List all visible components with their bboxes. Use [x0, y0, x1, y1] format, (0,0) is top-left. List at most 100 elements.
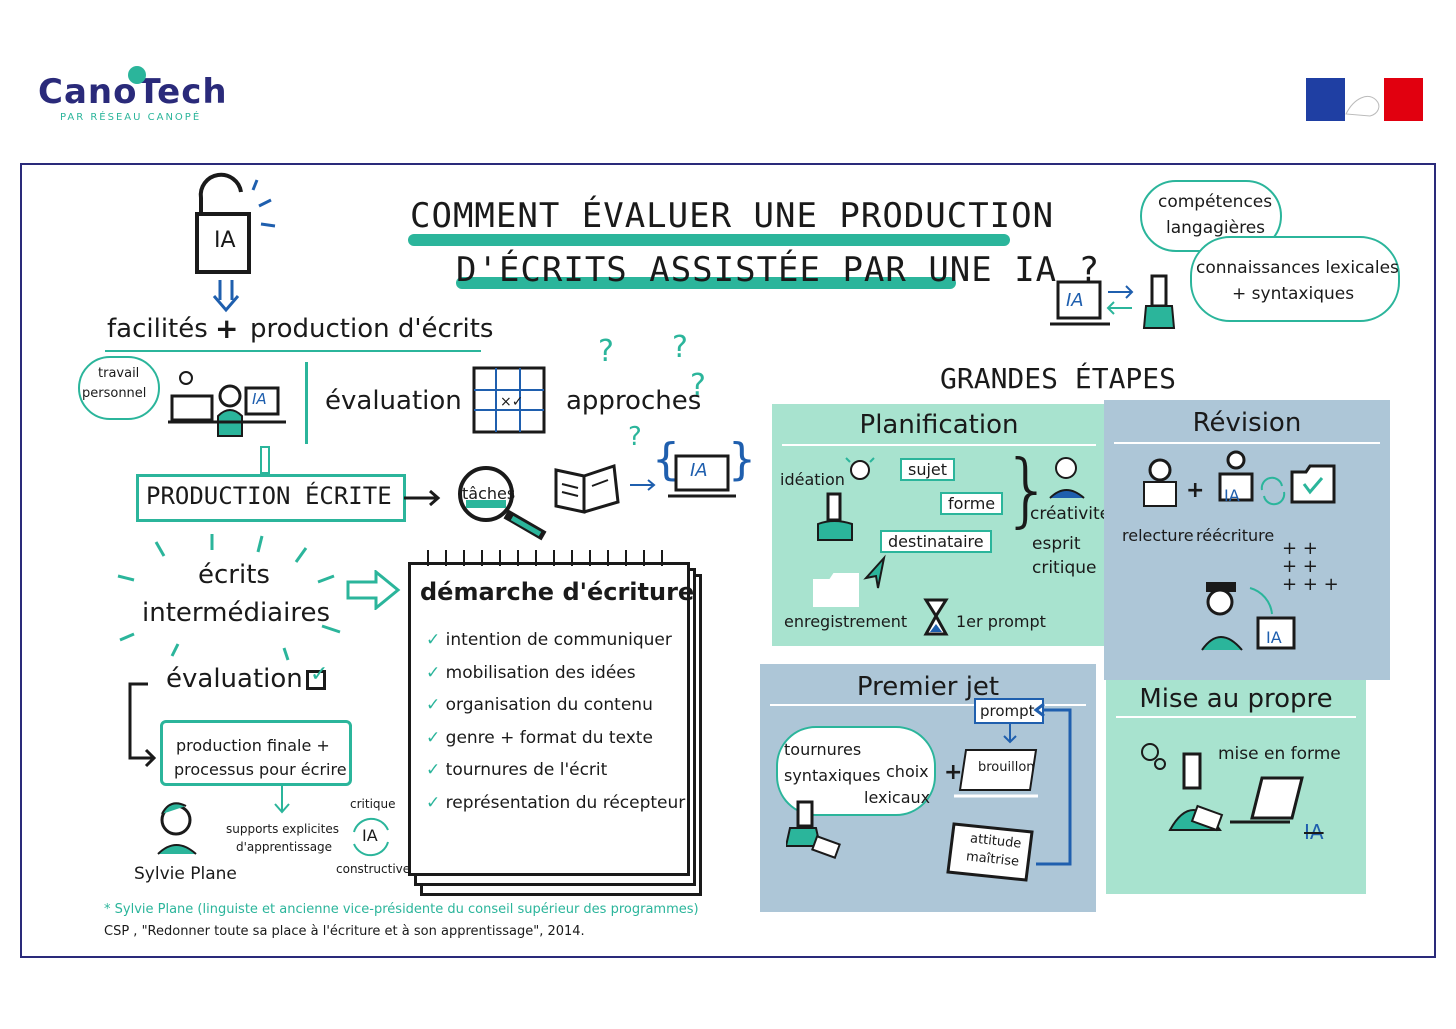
revision-ia-label: IA: [1224, 486, 1240, 505]
refresh-icon: [1260, 476, 1286, 506]
creativite-label: créativité: [1030, 504, 1111, 524]
demarche-item-label: mobilisation des idées: [445, 662, 636, 683]
relecture-label: relecture: [1122, 526, 1194, 545]
sparkle-icons: + ++ ++ + +: [1282, 538, 1339, 595]
thinking-person-icon: [817, 492, 853, 541]
demarche-item-label: genre + format du texte: [445, 727, 653, 748]
arrow-down-icon-3: [1003, 724, 1017, 744]
personnel-label: personnel: [82, 386, 147, 401]
approches-label: approches: [566, 386, 702, 416]
demarche-item: ✓ mobilisation des idées: [426, 663, 686, 696]
demarche-item-label: représentation du récepteur: [445, 792, 686, 813]
syntaxiques-label: syntaxiques: [784, 766, 881, 785]
vertical-divider: [305, 362, 308, 444]
sylvie-label: Sylvie Plane: [134, 864, 237, 884]
demarche-title: démarche d'écriture: [420, 578, 695, 606]
arrow-down-icon-2: [274, 786, 290, 814]
prompt-label: prompt: [980, 702, 1035, 720]
enregistrement-label: enregistrement: [784, 612, 908, 631]
laptop-icon-2: [1230, 776, 1304, 824]
ideation-label: idéation: [780, 470, 845, 489]
writer-person-icon: [1168, 752, 1224, 832]
writer-at-laptop-icon: [1201, 582, 1296, 651]
arrow-down-icon: [212, 280, 240, 313]
ia-person-icon: [1218, 450, 1254, 502]
brace: }: [1002, 443, 1053, 536]
lightbulb-icon: [845, 457, 875, 480]
ecrits-label: écrits: [198, 560, 270, 590]
brand-dot-icon: [128, 66, 146, 84]
person-sylvie-icon: [157, 802, 197, 855]
demarche-item-label: tournures de l'écrit: [445, 760, 608, 780]
svg-text:×✓: ×✓: [500, 394, 523, 410]
footnote-line-2: CSP , "Redonner toute sa place à l'écrit…: [104, 924, 585, 939]
book-icon: [554, 463, 620, 514]
infographic-frame: [20, 163, 1436, 958]
laptop-icon: [668, 454, 736, 498]
revision-card: Révision: [1104, 400, 1390, 680]
check-icon: ✓: [426, 662, 441, 683]
tournures-label: tournures: [784, 740, 862, 759]
laptop-exchange-icon: [1050, 274, 1176, 329]
notepad: [408, 562, 690, 876]
facilites-label: facilités: [107, 314, 208, 344]
forme-box: forme: [940, 492, 1004, 515]
elbow-arrow-icon: [128, 682, 157, 768]
production-finale-label: production finale +: [176, 736, 330, 755]
connector: [260, 446, 270, 474]
question-mark-icon-3: ?: [690, 368, 706, 403]
cursor-icon: [863, 554, 886, 589]
attitude-notepad-icon: [946, 822, 1034, 882]
mise-en-forme-label: mise en forme: [1218, 744, 1341, 764]
title-highlight-1: [408, 234, 1010, 246]
critique-small-label: critique: [350, 797, 396, 811]
highlight-rays: [117, 534, 341, 661]
demarche-item: ✓ tournures de l'écrit: [426, 760, 686, 793]
cycle-ia-label: IA: [362, 826, 378, 845]
demarche-item-label: intention de communiquer: [445, 630, 672, 650]
esprit-label: esprit: [1032, 534, 1081, 554]
student-laptop-ia: IA: [252, 390, 267, 408]
spiral-binding: [427, 550, 663, 566]
card-rule: [1116, 716, 1356, 718]
hourglass-icon: [923, 598, 949, 636]
travail-label: travail: [98, 366, 140, 381]
student-desk-icon: [168, 371, 286, 437]
check-icon: ✓: [426, 727, 441, 748]
magnifier-icon: [458, 466, 547, 541]
sujet-box: sujet: [900, 458, 956, 481]
question-mark-icon-2: ?: [672, 330, 688, 365]
langagieres-label: langagières: [1166, 218, 1266, 238]
lexicaux-label: lexicaux: [864, 788, 931, 807]
plus-icon: +: [1186, 478, 1205, 503]
revision-title: Révision: [1192, 408, 1302, 438]
laptop-ia-label: IA: [690, 460, 708, 481]
intermediaires-label: intermédiaires: [142, 598, 330, 628]
connaissances-label: connaissances lexicales: [1196, 258, 1399, 278]
question-mark-icon-4: ?: [628, 422, 642, 452]
reecriture-label: réécriture: [1196, 526, 1275, 545]
production-ecrite-label: PRODUCTION ÉCRITE: [146, 482, 392, 510]
prompt-box: [974, 698, 1044, 724]
reading-person-icon: [1143, 458, 1177, 507]
production-finale-box: [160, 720, 352, 786]
arrow-right-icon-2: [630, 479, 656, 491]
question-mark-icon: ?: [598, 334, 614, 369]
choix-label: choix: [886, 762, 929, 781]
brouillon-label: brouillon: [978, 760, 1035, 775]
syntaxiques-label: + syntaxiques: [1232, 284, 1355, 304]
destinataire-box: destinataire: [880, 530, 992, 553]
arrow-right-icon: [404, 489, 441, 507]
bracket-right: }: [728, 434, 756, 485]
folder-icon: [813, 573, 859, 607]
demarche-item-label: organisation du contenu: [445, 695, 653, 715]
demarche-item: ✓ représentation du récepteur: [426, 793, 686, 826]
page-title-line-1: COMMENT ÉVALUER UNE PRODUCTION: [410, 196, 1055, 236]
critique-label: critique: [1032, 558, 1097, 578]
title-highlight-2: [456, 277, 956, 289]
big-arrow-icon: [346, 570, 401, 610]
brand-subtitle: PAR RÉSEAU CANOPÉ: [60, 112, 202, 123]
premier-jet-title: Premier jet: [856, 672, 1000, 702]
connaissances-cloud: [1190, 236, 1400, 322]
check-icon: ✓: [426, 760, 441, 780]
